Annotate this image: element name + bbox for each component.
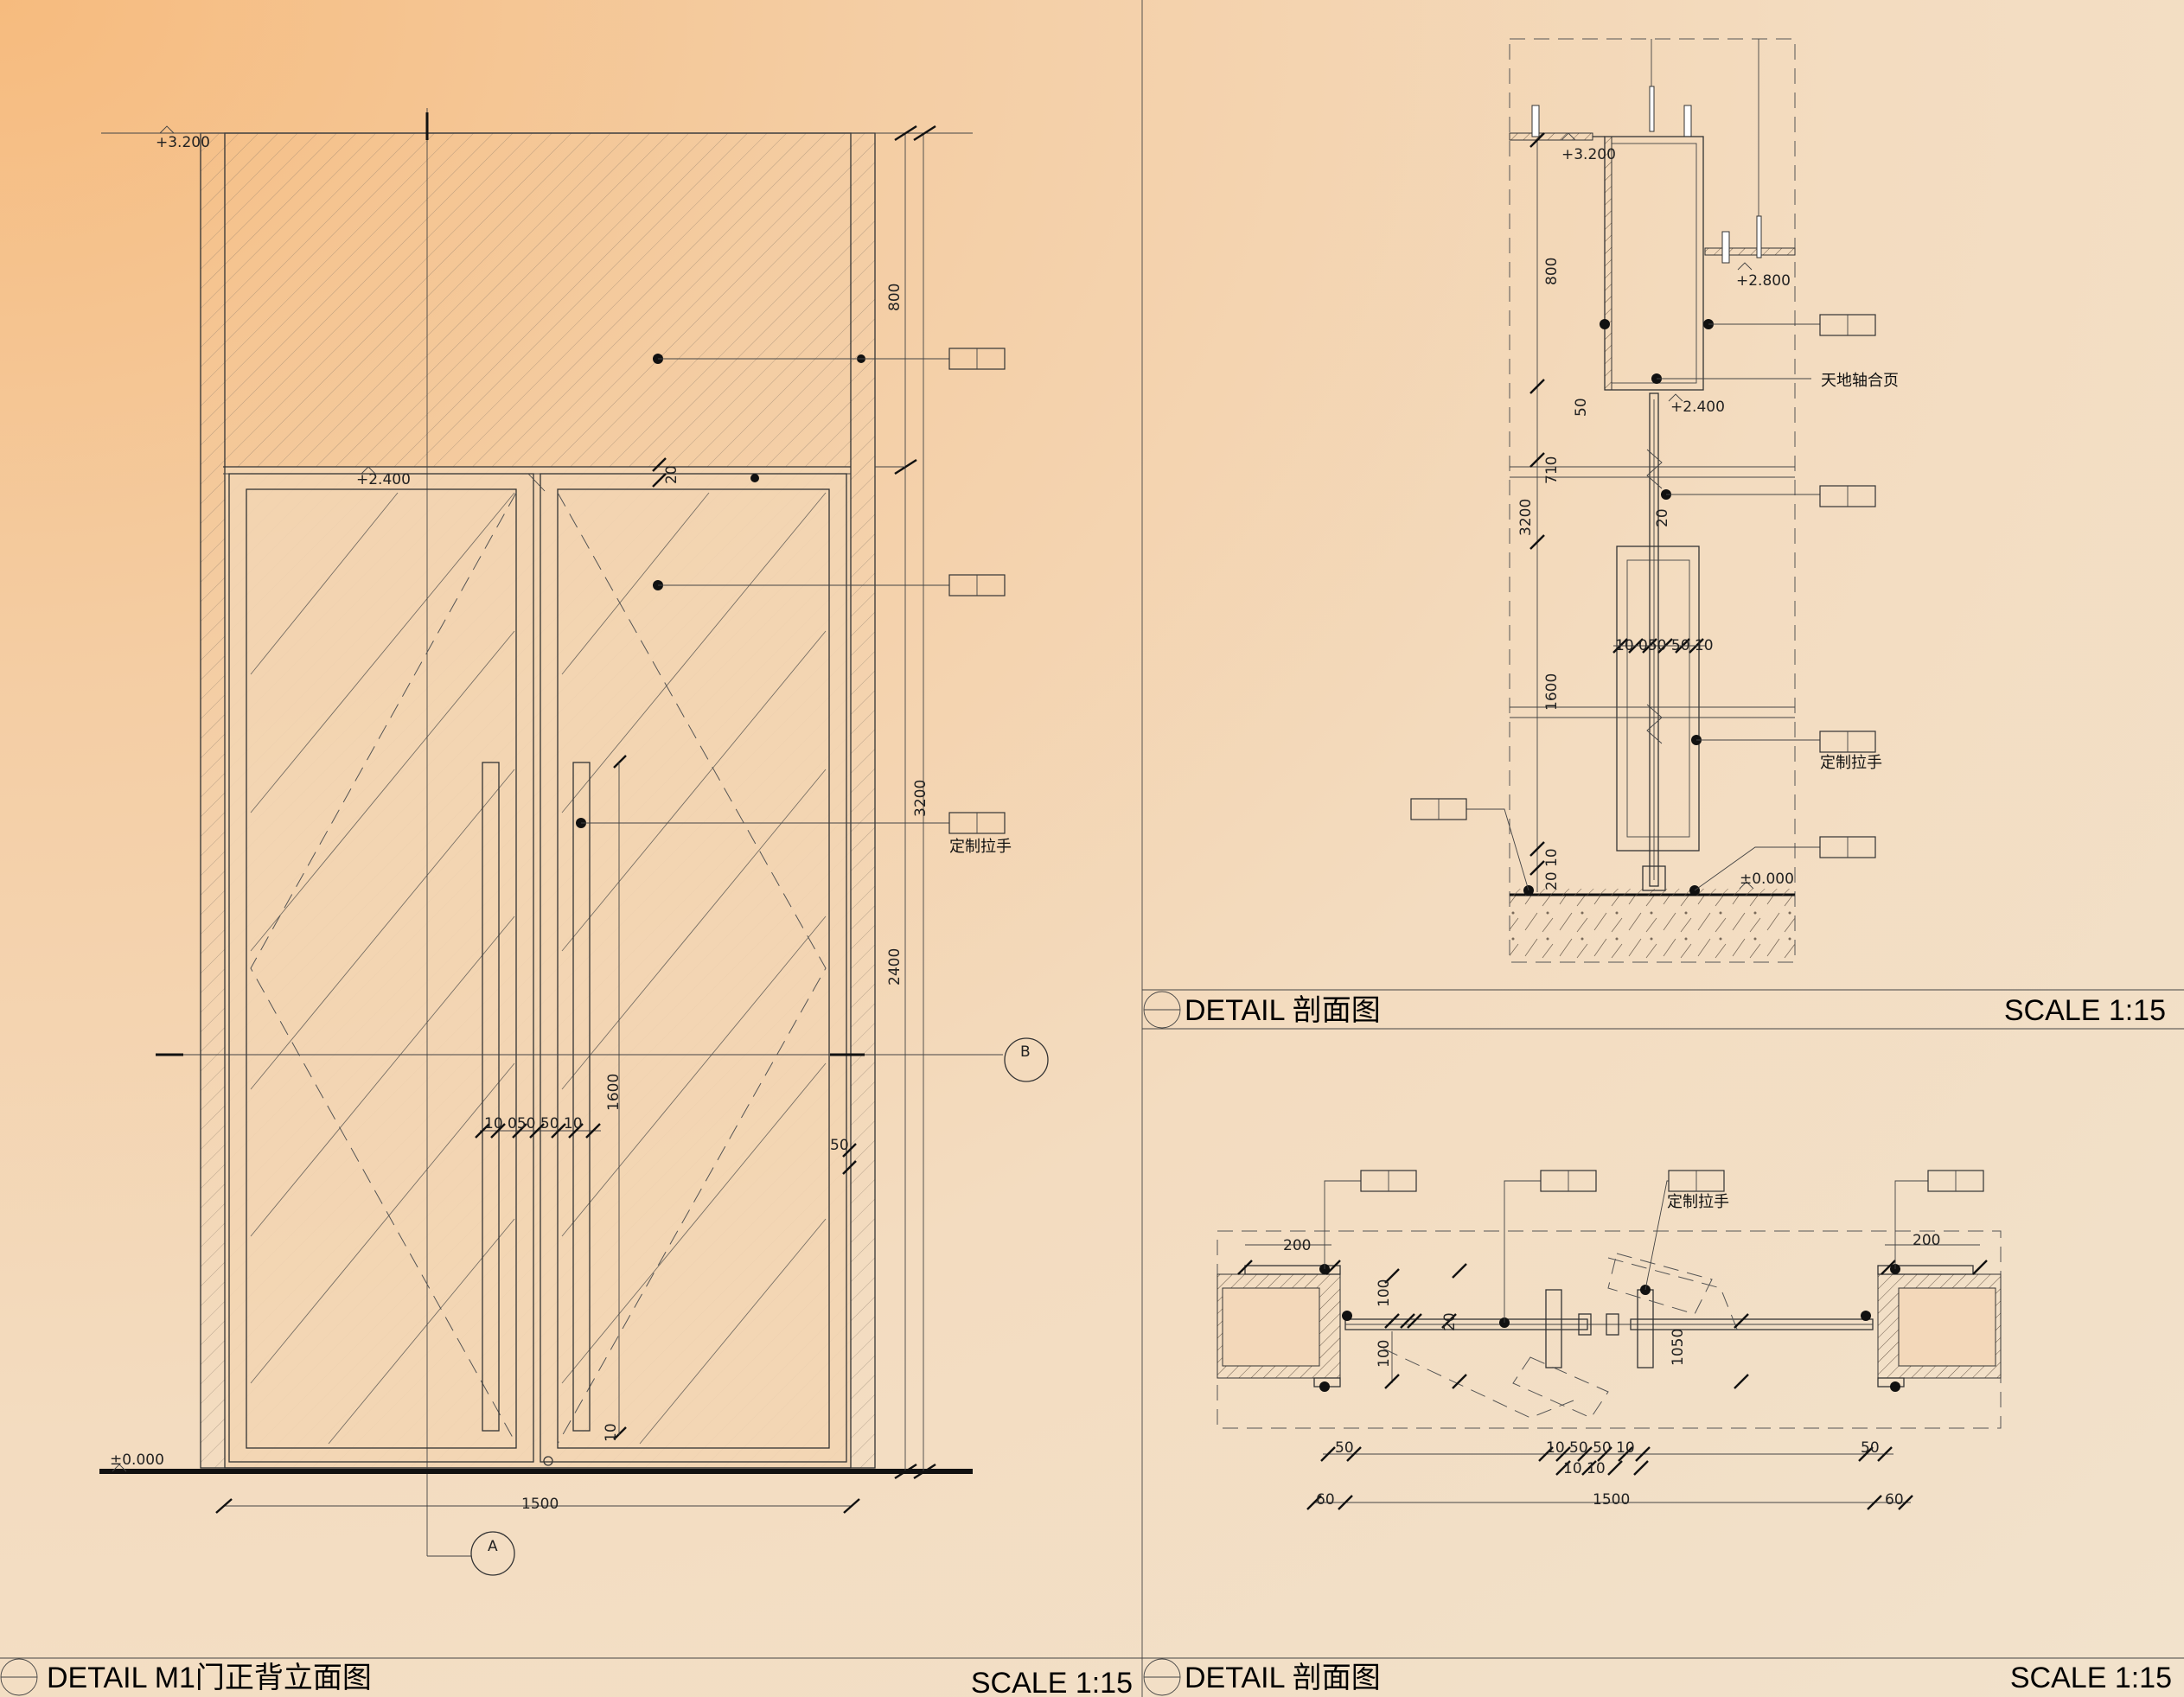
vs-dim-710: 710 [1543,456,1561,484]
ps-dim-50l: 50 [1335,1439,1354,1457]
ps-dim-100a: 100 [1376,1279,1393,1307]
vs-title: DETAIL 剖面图 [1185,994,1381,1027]
ps-dim-60l: 60 [1316,1491,1335,1509]
handle-label: 定制拉手 [949,838,1012,856]
vs-handle-label: 定制拉手 [1820,754,1882,772]
dim-lower: 2400 [886,948,904,986]
elevation-title: DETAIL M1门正背立面图 [47,1662,372,1694]
ps-dim-width: 1500 [1593,1491,1630,1509]
ps-dim-100b: 100 [1376,1340,1393,1368]
vs-dim-800: 800 [1543,258,1561,285]
ps-title: DETAIL 剖面图 [1185,1662,1381,1694]
ps-dim-left200: 200 [1283,1237,1311,1254]
vs-scale: SCALE 1:15 [2004,994,2166,1027]
ps-scale: SCALE 1:15 [2010,1662,2172,1694]
vs-handle-series: 10 050 50 10 [1615,637,1714,654]
vs-hinge-label: 天地轴合页 [1821,372,1899,390]
vs-dim-bottom: 20 10 [1543,848,1561,890]
marker-b: B [1020,1043,1031,1061]
ps-dim-20: 20 [1441,1312,1459,1331]
dim-width: 1500 [521,1496,559,1513]
elevation-scale: SCALE 1:15 [971,1667,1133,1697]
level-floor: ±0.000 [110,1451,164,1469]
dim-upper: 800 [886,284,904,311]
marker-a: A [488,1538,498,1555]
dim-small-b: 10 [603,1423,620,1442]
ps-dim-50r: 50 [1861,1439,1880,1457]
vs-dim-1600: 1600 [1543,673,1561,711]
dim-handle-series: 10 050 50 10 [484,1115,583,1132]
ps-dim-1050: 1050 [1670,1329,1687,1366]
dim-small-a: 20 [663,465,680,484]
ps-dim-series: 10 50 50 10 [1546,1439,1635,1457]
vs-level-top: +3.200 [1561,146,1616,163]
door-elevation [99,108,1049,1576]
vertical-section [1410,38,1876,963]
plan-section [1217,1170,2002,1510]
vs-level-ceiling: +2.800 [1736,272,1791,290]
dim-handle: 1600 [605,1074,623,1111]
dim-total: 3200 [912,780,929,817]
vs-dim-50: 50 [1573,398,1590,417]
ps-dim-60r: 60 [1885,1491,1904,1509]
ps-dim-series2: 10 10 [1563,1460,1606,1477]
ps-dim-right200: 200 [1913,1232,1940,1249]
level-top: +3.200 [156,134,210,151]
dim-frame: 50 [830,1137,849,1154]
level-door-top: +2.400 [356,471,411,488]
vs-dim-3200: 3200 [1517,499,1535,536]
vs-level-door-top: +2.400 [1670,399,1725,416]
vs-dim-20: 20 [1654,508,1671,527]
vs-level-floor: ±0.000 [1740,871,1794,888]
ps-handle-label: 定制拉手 [1667,1193,1729,1211]
